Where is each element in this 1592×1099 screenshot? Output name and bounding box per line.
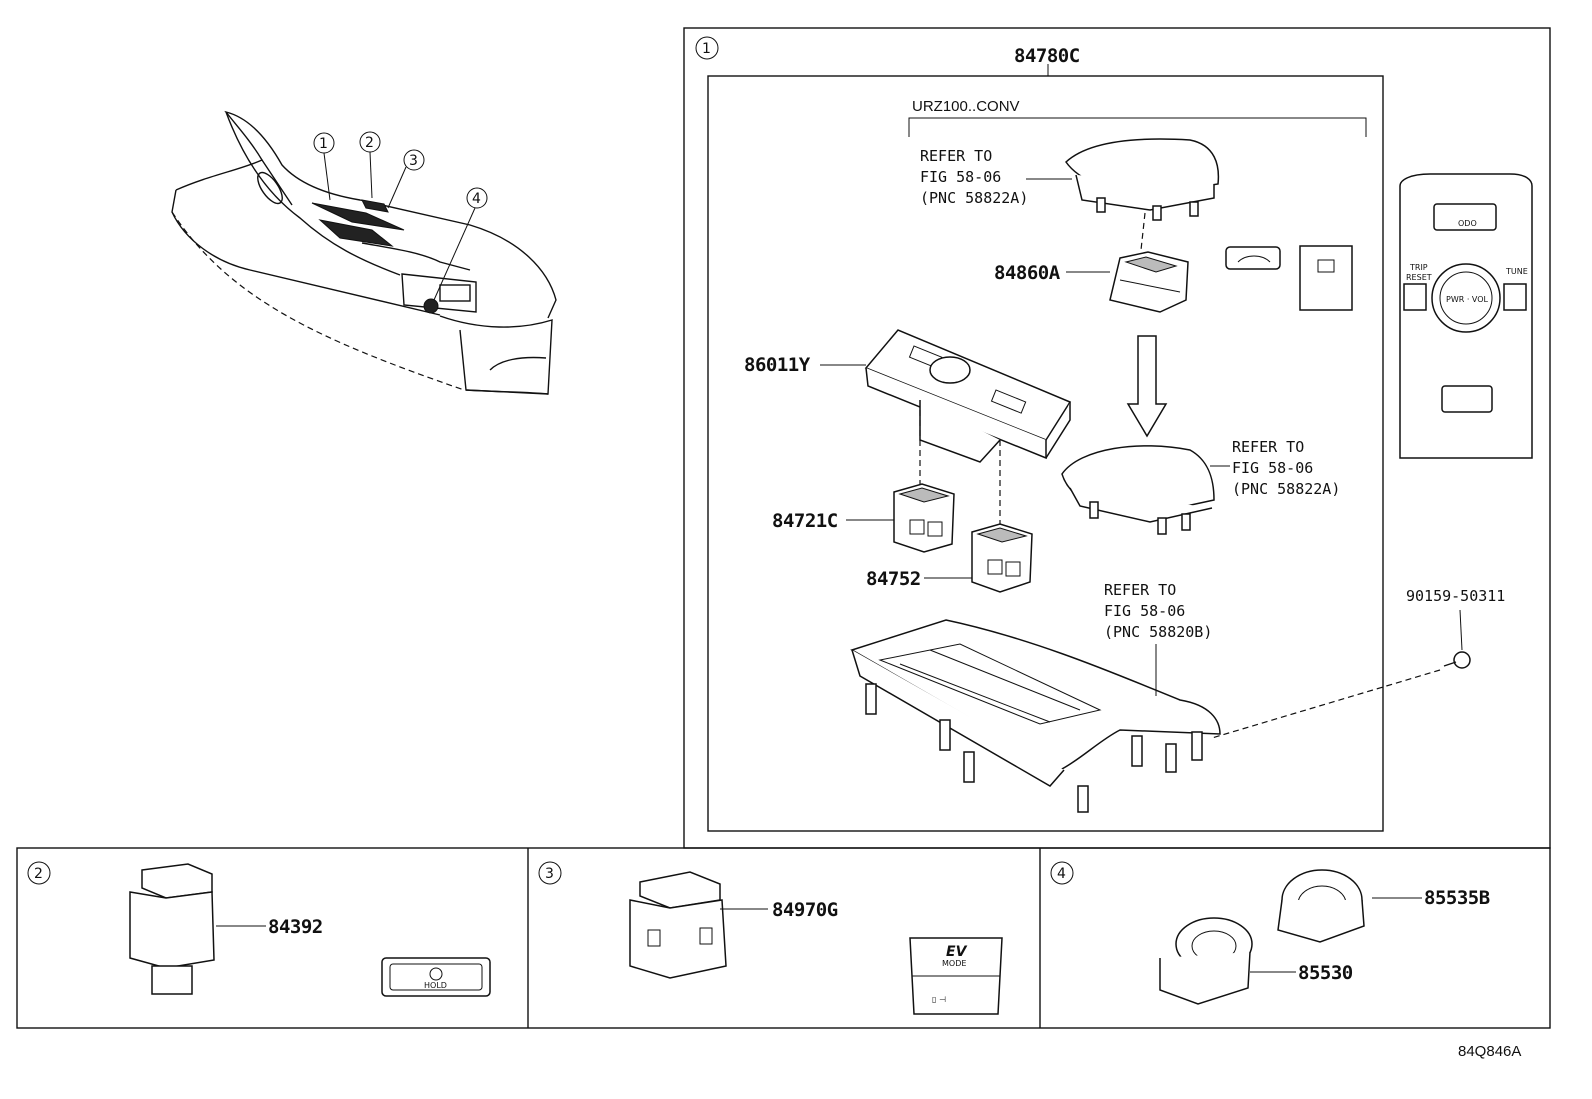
part-number-84721c: 84721C bbox=[772, 510, 838, 532]
svg-text:▯ ⊣: ▯ ⊣ bbox=[932, 995, 946, 1004]
down-arrow-icon bbox=[1126, 335, 1168, 438]
switch-84752-drawing bbox=[924, 523, 1033, 593]
refer-top-line-1: REFER TO bbox=[920, 147, 992, 165]
refer-top-line-3: (PNC 58822A) bbox=[920, 189, 1028, 207]
overview-callout-2: 2 bbox=[365, 135, 374, 151]
hold-button-text: HOLD bbox=[424, 981, 447, 990]
switch-panel-86011y-drawing bbox=[820, 329, 1072, 525]
switch-84860a-drawing bbox=[1066, 251, 1189, 313]
refer-right-line-2: FIG 58-06 bbox=[1232, 459, 1313, 477]
part-number-85530: 85530 bbox=[1298, 962, 1353, 984]
screw-drawing bbox=[1211, 609, 1471, 739]
mode-text: MODE bbox=[942, 959, 966, 968]
switch-84970g-drawing: ▯ ⊣ bbox=[629, 871, 1003, 1015]
overview-callout-4: 4 bbox=[472, 191, 481, 207]
group-4-number-circle bbox=[1050, 861, 1074, 885]
refer-right-line-3: (PNC 58822A) bbox=[1232, 480, 1340, 498]
overview-callout-1: 1 bbox=[319, 136, 328, 152]
cover-top-drawing bbox=[1026, 138, 1220, 251]
refer-bottom-line-2: FIG 58-06 bbox=[1104, 602, 1185, 620]
group-1-inner-frame bbox=[707, 75, 1384, 832]
cover-right-drawing bbox=[1061, 445, 1230, 535]
sockets-drawing bbox=[1159, 869, 1422, 1005]
ev-text: EV bbox=[946, 944, 968, 960]
switch-84392-drawing bbox=[129, 863, 491, 997]
odo-text: ODO bbox=[1458, 219, 1477, 228]
refer-right-line-1: REFER TO bbox=[1232, 438, 1304, 456]
group-3-number: 3 bbox=[545, 866, 554, 882]
group-2-number: 2 bbox=[34, 866, 43, 882]
variant-label: URZ100..CONV bbox=[912, 98, 1020, 115]
group-2-number-circle bbox=[27, 861, 51, 885]
part-number-90159-50311: 90159-50311 bbox=[1406, 587, 1505, 605]
group-4-number: 4 bbox=[1057, 866, 1066, 882]
switch-84721c-drawing bbox=[846, 483, 955, 553]
overview-callout-3: 3 bbox=[409, 153, 418, 169]
overview-callouts bbox=[313, 131, 488, 301]
console-tray-drawing bbox=[850, 619, 1221, 813]
part-number-84752: 84752 bbox=[866, 568, 921, 590]
console-overview-drawing bbox=[171, 110, 557, 395]
refer-bottom-line-1: REFER TO bbox=[1104, 581, 1176, 599]
pwr-vol-text: PWR · VOL bbox=[1446, 295, 1489, 304]
variant-bracket bbox=[908, 117, 1367, 137]
refer-top-line-2: FIG 58-06 bbox=[920, 168, 1001, 186]
figure-code: 84Q846A bbox=[1458, 1043, 1521, 1060]
trip-reset-text: TRIP bbox=[1409, 263, 1428, 272]
part-number-86011y: 86011Y bbox=[744, 354, 811, 376]
group-1-number: 1 bbox=[702, 41, 711, 57]
refer-bottom-line-3: (PNC 58820B) bbox=[1104, 623, 1212, 641]
assembly-part-number: 84780C bbox=[1014, 45, 1080, 67]
part-number-84392: 84392 bbox=[268, 916, 323, 938]
group-3-number-circle bbox=[538, 861, 562, 885]
lower-frame bbox=[16, 847, 1551, 1029]
tune-text: TUNE bbox=[1505, 267, 1528, 276]
part-number-84860a: 84860A bbox=[994, 262, 1061, 284]
icon-tile-a bbox=[1225, 246, 1281, 270]
control-panel-view: ODO TRIP RESET TUNE PWR · VOL bbox=[1399, 173, 1533, 459]
part-number-85535b: 85535B bbox=[1424, 887, 1490, 909]
part-number-84970g: 84970G bbox=[772, 899, 838, 921]
svg-text:RESET: RESET bbox=[1406, 273, 1432, 282]
icon-tile-b bbox=[1299, 245, 1353, 311]
group-1-number-circle bbox=[695, 36, 719, 60]
